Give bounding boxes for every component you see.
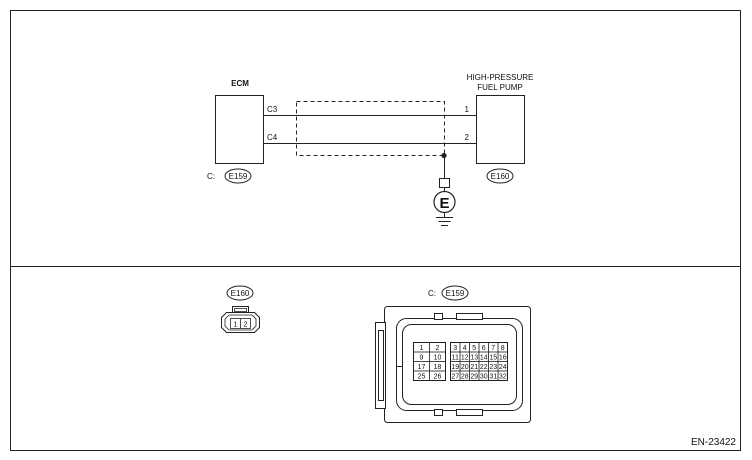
pin-number: 17: [418, 364, 426, 371]
pin-number: 14: [480, 355, 488, 362]
shield-junction-dot: [441, 152, 447, 159]
pin-number: 22: [480, 364, 488, 371]
pump-face-pin-1: 1: [233, 320, 237, 329]
ecm-connector-tag: [224, 168, 252, 184]
pin-number: 23: [489, 364, 497, 371]
pin-number: 9: [420, 355, 424, 362]
pump-connector-face: [221, 306, 260, 333]
figure-id: EN-23422: [691, 437, 736, 448]
pin-number: 19: [451, 364, 459, 371]
pin-number: 18: [434, 364, 442, 371]
ecm-face-code: E159: [446, 289, 465, 298]
pin-number: 21: [470, 364, 478, 371]
pin-number: 8: [501, 345, 505, 352]
pin-number: 24: [499, 364, 507, 371]
ecm-box: [215, 95, 264, 164]
ground-symbol-label: E: [439, 195, 449, 212]
pin-number: 2: [436, 345, 440, 352]
ecm-label: ECM: [231, 79, 249, 88]
pin-number: 31: [489, 374, 497, 381]
pump-connector-code: E160: [491, 172, 510, 181]
pin-number: 26: [434, 374, 442, 381]
pin-number: 32: [499, 374, 507, 381]
pin-number: 27: [451, 374, 459, 381]
ecm-pin-c4: C4: [267, 133, 278, 142]
pin-number: 13: [470, 355, 478, 362]
pin-number: 7: [491, 345, 495, 352]
pin-number: 28: [461, 374, 469, 381]
ecm-connector-prefix: C:: [207, 172, 215, 181]
diagram-frame: [10, 10, 741, 451]
pin-number: 15: [489, 355, 497, 362]
pump-connector-face-tag: [226, 285, 254, 301]
ecm-connector-code: E159: [229, 172, 248, 181]
pin-number: 12: [461, 355, 469, 362]
pin-number: 6: [482, 345, 486, 352]
pin-cell: [497, 370, 508, 381]
pump-connector-tag: [486, 168, 514, 184]
pin-number: 16: [499, 355, 507, 362]
pin-number: 4: [463, 345, 467, 352]
pump-box: [476, 95, 525, 164]
ecm-face-tag: [441, 285, 469, 301]
pump-pin-1: 1: [465, 105, 470, 114]
pump-label-line2: FUEL PUMP: [477, 83, 523, 92]
pump-label-line1: HIGH-PRESSURE: [467, 73, 534, 82]
ecm-pin-c3: C3: [267, 105, 278, 114]
pin-number: 11: [452, 355, 459, 362]
pin-number: 1: [420, 345, 424, 352]
ground-terminal: [439, 178, 450, 188]
pin-number: 30: [480, 374, 488, 381]
pump-connector-face-code: E160: [231, 289, 250, 298]
ground-symbol-icon: [433, 190, 456, 214]
pin-number: 20: [461, 364, 469, 371]
pin-cell: [429, 370, 446, 381]
pin-number: 29: [470, 374, 478, 381]
pin-number: 10: [434, 355, 442, 362]
ecm-face-prefix: C:: [428, 289, 436, 298]
pump-face-pin-2: 2: [243, 320, 247, 329]
pin-number: 3: [453, 345, 457, 352]
pump-pin-2: 2: [465, 133, 470, 142]
pin-number: 5: [472, 345, 476, 352]
wire-shield: [296, 101, 445, 156]
pin-number: 25: [418, 374, 426, 381]
